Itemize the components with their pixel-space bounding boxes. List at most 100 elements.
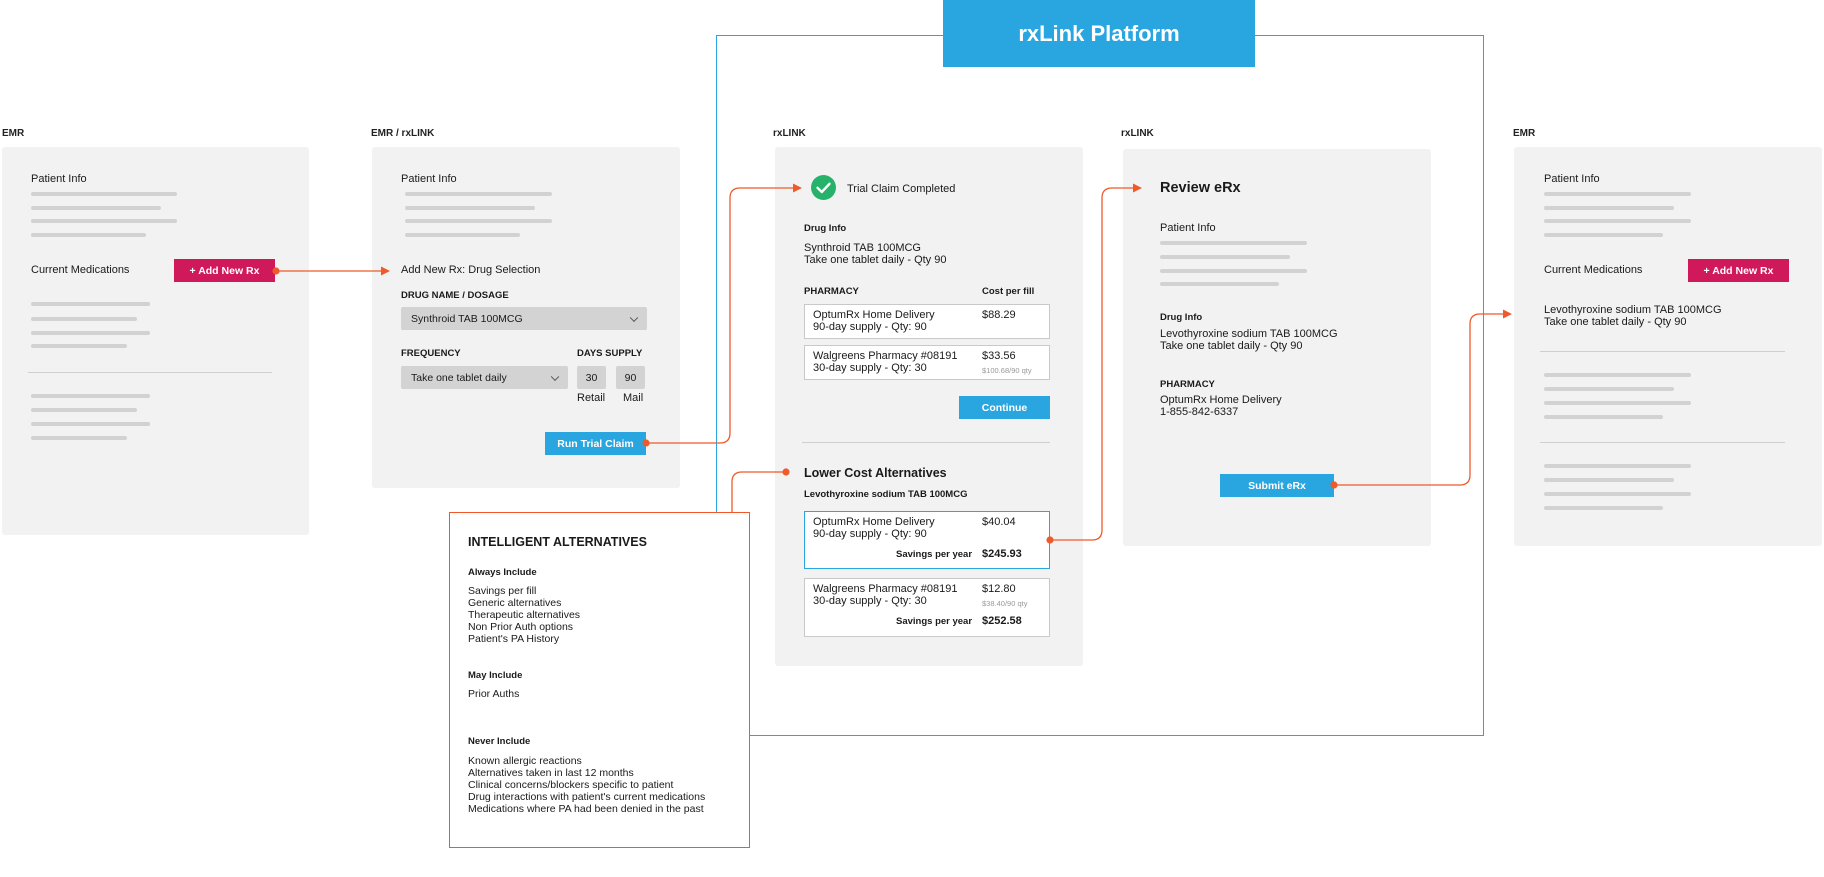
placeholder-line	[31, 436, 127, 440]
may-include-label: May Include	[468, 670, 523, 681]
drug-select-value: Synthroid TAB 100MCG	[411, 312, 523, 325]
cost-header: Cost per fill	[982, 286, 1035, 297]
current-medications-label: Current Medications	[31, 264, 130, 276]
run-trial-claim-button[interactable]: Run Trial Claim	[545, 432, 646, 455]
drug-sig: Take one tablet daily - Qty 90	[804, 254, 947, 266]
alternative-cost: $40.04	[982, 516, 1016, 528]
placeholder-line	[405, 233, 520, 237]
pharmacy-option[interactable]: Walgreens Pharmacy #08191 30-day supply …	[804, 345, 1050, 380]
mail-label: Mail	[623, 392, 644, 404]
never-include-item: Clinical concerns/blockers specific to p…	[468, 779, 674, 791]
placeholder-line	[1544, 219, 1691, 223]
alternative-option-selected[interactable]: OptumRx Home Delivery 90-day supply - Qt…	[804, 511, 1050, 569]
retail-days-input[interactable]: 30	[577, 366, 606, 389]
patient-info-label: Patient Info	[1160, 222, 1216, 234]
placeholder-line	[1544, 401, 1691, 405]
placeholder-line	[31, 302, 150, 306]
column-label-emr-rxlink: EMR / rxLINK	[371, 128, 435, 139]
add-new-rx-button[interactable]: + Add New Rx	[1688, 259, 1789, 282]
alternative-pharmacy-name: OptumRx Home Delivery	[813, 516, 935, 528]
placeholder-line	[1544, 492, 1691, 496]
patient-info-label: Patient Info	[1544, 173, 1600, 185]
chevron-down-icon	[629, 313, 639, 322]
divider	[1540, 442, 1785, 443]
never-include-label: Never Include	[468, 736, 531, 747]
placeholder-line	[405, 219, 552, 223]
drug-name: Synthroid TAB 100MCG	[804, 242, 921, 254]
may-include-item: Prior Auths	[468, 688, 520, 700]
alternative-cost: $12.80	[982, 583, 1016, 595]
pharmacy-name: OptumRx Home Delivery	[813, 309, 935, 321]
review-erx-title: Review eRx	[1160, 180, 1241, 196]
placeholder-line	[31, 192, 177, 196]
pharmacy-name: Walgreens Pharmacy #08191	[813, 350, 958, 362]
placeholder-line	[1160, 269, 1307, 273]
alternative-pharmacy-name: Walgreens Pharmacy #08191	[813, 583, 958, 595]
placeholder-line	[1544, 387, 1674, 391]
placeholder-line	[31, 219, 177, 223]
savings-label: Savings per year	[896, 549, 973, 560]
intelligent-alternatives-title: INTELLIGENT ALTERNATIVES	[468, 535, 647, 549]
placeholder-line	[31, 317, 137, 321]
placeholder-line	[1544, 373, 1691, 377]
pharmacy-phone: 1-855-842-6337	[1160, 406, 1239, 418]
pharmacy-label: PHARMACY	[1160, 379, 1215, 390]
trial-claim-completed-label: Trial Claim Completed	[847, 183, 956, 195]
placeholder-line	[405, 192, 552, 196]
drug-name-label: DRUG NAME / DOSAGE	[401, 290, 509, 301]
medication-sig: Take one tablet daily - Qty 90	[1544, 316, 1687, 328]
placeholder-line	[405, 206, 535, 210]
savings-value: $252.58	[982, 615, 1022, 627]
alternative-option[interactable]: Walgreens Pharmacy #08191 30-day supply …	[804, 578, 1050, 637]
pharmacy-cost-note: $100.68/90 qty	[982, 366, 1032, 375]
frequency-select[interactable]: Take one tablet daily	[401, 366, 568, 389]
alternative-pharmacy-supply: 30-day supply - Qty: 30	[813, 595, 927, 607]
pharmacy-supply: 30-day supply - Qty: 30	[813, 362, 927, 374]
placeholder-line	[31, 233, 146, 237]
placeholder-line	[1544, 415, 1663, 419]
pharmacy-header: PHARMACY	[804, 286, 859, 297]
placeholder-line	[1544, 233, 1663, 237]
never-include-item: Alternatives taken in last 12 months	[468, 767, 634, 779]
alternative-drug-name: Levothyroxine sodium TAB 100MCG	[804, 489, 968, 500]
placeholder-line	[31, 331, 150, 335]
placeholder-line	[31, 206, 161, 210]
drug-select[interactable]: Synthroid TAB 100MCG	[401, 307, 647, 330]
divider	[802, 442, 1050, 443]
placeholder-line	[1544, 506, 1663, 510]
arrow-right-icon	[1503, 309, 1512, 319]
pharmacy-name: OptumRx Home Delivery	[1160, 394, 1282, 406]
emr-panel	[2, 147, 309, 535]
placeholder-line	[1160, 241, 1307, 245]
always-include-item: Non Prior Auth options	[468, 621, 574, 633]
drug-name: Levothyroxine sodium TAB 100MCG	[1160, 328, 1338, 340]
intelligent-alternatives-box: INTELLIGENT ALTERNATIVES Always Include …	[449, 512, 750, 848]
placeholder-line	[31, 408, 137, 412]
lower-cost-alternatives-title: Lower Cost Alternatives	[804, 466, 947, 480]
drug-info-label: Drug Info	[804, 223, 847, 234]
medication-name: Levothyroxine sodium TAB 100MCG	[1544, 304, 1722, 316]
patient-info-label: Patient Info	[401, 173, 457, 185]
add-new-rx-button[interactable]: + Add New Rx	[174, 259, 275, 282]
drug-info-label: Drug Info	[1160, 312, 1203, 323]
pharmacy-option[interactable]: OptumRx Home Delivery 90-day supply - Qt…	[804, 304, 1050, 339]
mail-days-input[interactable]: 90	[616, 366, 645, 389]
chevron-down-icon	[550, 372, 560, 381]
placeholder-line	[31, 422, 150, 426]
retail-label: Retail	[577, 392, 606, 404]
placeholder-line	[1544, 192, 1691, 196]
always-include-label: Always Include	[468, 567, 537, 578]
pharmacy-cost: $88.29	[982, 309, 1016, 321]
savings-label: Savings per year	[896, 616, 973, 627]
divider	[1540, 351, 1785, 352]
submit-erx-button[interactable]: Submit eRx	[1220, 474, 1334, 497]
days-supply-label: DAYS SUPPLY	[577, 348, 643, 359]
placeholder-line	[1544, 464, 1691, 468]
column-label-emr-final: EMR	[1513, 128, 1536, 139]
frequency-select-value: Take one tablet daily	[411, 371, 507, 384]
column-label-emr: EMR	[2, 128, 25, 139]
continue-button[interactable]: Continue	[959, 396, 1050, 419]
placeholder-line	[1160, 282, 1279, 286]
pharmacy-supply: 90-day supply - Qty: 90	[813, 321, 927, 333]
placeholder-line	[1544, 206, 1674, 210]
